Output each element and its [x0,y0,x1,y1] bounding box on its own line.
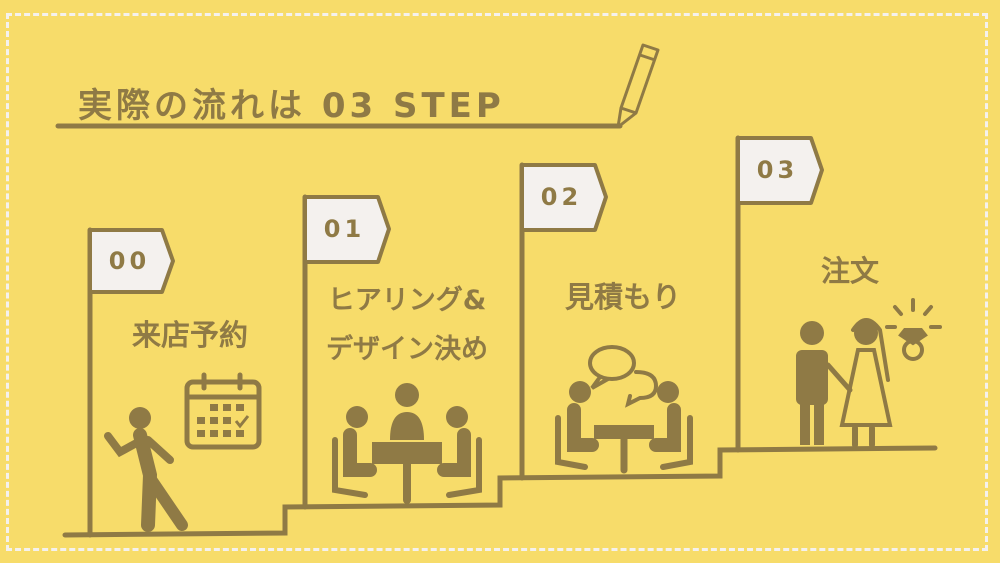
step-number-00: 00 [108,247,151,275]
step-label-00: 来店予約 [131,318,249,352]
step-label-03: 注文 [820,254,880,288]
walking-person-icon [104,407,188,532]
pencil-icon [616,43,660,129]
page-title: 実際の流れは 03 STEP [78,86,505,126]
wedding-couple-icon [796,318,893,448]
step-label-02: 見積もり [564,280,682,314]
dashed-border [6,13,988,551]
step-number-02: 02 [540,183,583,211]
step-label-01-line1: ヒアリング& [327,285,487,316]
flag-03 [736,136,824,205]
flag-00 [88,228,175,294]
meeting-table-icon [332,383,482,504]
step-number-01: 01 [323,215,366,243]
conversation-table-icon [555,345,693,474]
step-label-01-line2: デザイン決め [326,334,488,365]
step-number-03: 03 [756,156,799,184]
calendar-icon [184,372,262,450]
flag-01 [303,195,391,264]
stairs-line [62,445,938,538]
flag-02 [520,163,608,232]
ring-icon [885,298,942,361]
